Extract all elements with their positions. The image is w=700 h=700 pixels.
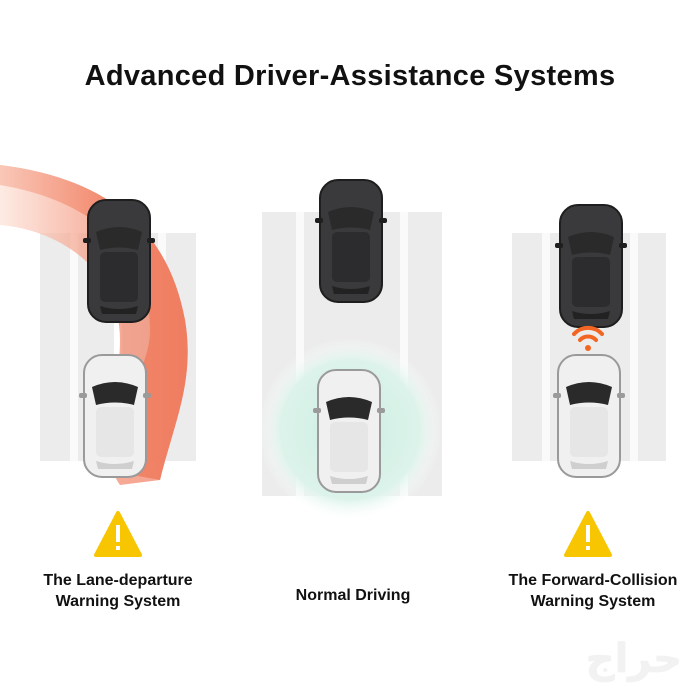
warning-triangle-icon bbox=[94, 511, 142, 557]
label-line: Warning System bbox=[530, 593, 656, 610]
dark-car bbox=[555, 204, 627, 328]
dark-car bbox=[83, 199, 155, 323]
page-title: Advanced Driver-Assistance Systems bbox=[84, 60, 616, 92]
white-car bbox=[313, 369, 385, 493]
label-line: Normal Driving bbox=[295, 587, 411, 604]
label-line: The Forward-Collision bbox=[508, 572, 678, 589]
lane-departure-label: The Lane-departure Warning System bbox=[3, 570, 233, 612]
dark-car bbox=[315, 179, 387, 303]
forward-collision-label: The Forward-Collision Warning System bbox=[478, 570, 700, 612]
normal-driving-label: Normal Driving bbox=[238, 585, 468, 606]
warning-triangle-icon bbox=[564, 511, 612, 557]
white-car bbox=[79, 354, 151, 478]
white-car bbox=[553, 354, 625, 478]
radar-signal-icon bbox=[572, 325, 604, 351]
watermark-logo: حراج bbox=[585, 637, 682, 681]
label-line: Warning System bbox=[55, 593, 181, 610]
label-line: The Lane-departure bbox=[43, 572, 193, 589]
